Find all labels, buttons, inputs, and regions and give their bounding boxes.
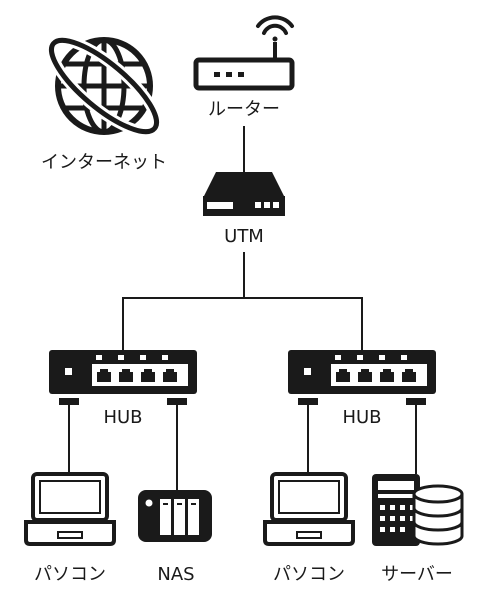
pc-left-label: パソコン bbox=[34, 564, 106, 585]
globe-icon bbox=[46, 34, 162, 138]
hub-right-label: HUB bbox=[342, 407, 381, 428]
utm-label: UTM bbox=[224, 226, 264, 247]
pc-left-node: パソコン bbox=[24, 472, 116, 585]
nas-node: NAS bbox=[138, 490, 212, 585]
pc-right-label: パソコン bbox=[273, 564, 345, 585]
internet-node: インターネット bbox=[41, 34, 167, 173]
wifi-router-icon bbox=[193, 15, 295, 91]
utm-node: UTM bbox=[203, 172, 285, 247]
nas-label: NAS bbox=[157, 564, 194, 585]
utm-appliance-icon bbox=[203, 172, 285, 216]
network-switch-icon bbox=[288, 350, 436, 405]
router-label: ルーター bbox=[208, 99, 280, 120]
server-node: サーバー bbox=[372, 474, 464, 585]
laptop-icon bbox=[24, 472, 116, 546]
network-switch-icon bbox=[49, 350, 197, 405]
wifi-signal-icon bbox=[256, 15, 294, 42]
nas-icon bbox=[138, 490, 212, 542]
internet-label: インターネット bbox=[41, 152, 167, 173]
hub-right-node: HUB bbox=[288, 350, 436, 428]
connections bbox=[68, 126, 417, 490]
database-cylinder-icon bbox=[412, 484, 464, 546]
laptop-icon bbox=[263, 472, 355, 546]
hub-left-node: HUB bbox=[49, 350, 197, 428]
hub-left-label: HUB bbox=[103, 407, 142, 428]
router-node: ルーター bbox=[193, 15, 295, 120]
utm-hubs-branch-link bbox=[122, 297, 363, 350]
server-label: サーバー bbox=[381, 564, 453, 585]
server-database-icon bbox=[372, 474, 464, 546]
pc-right-node: パソコン bbox=[263, 472, 355, 585]
